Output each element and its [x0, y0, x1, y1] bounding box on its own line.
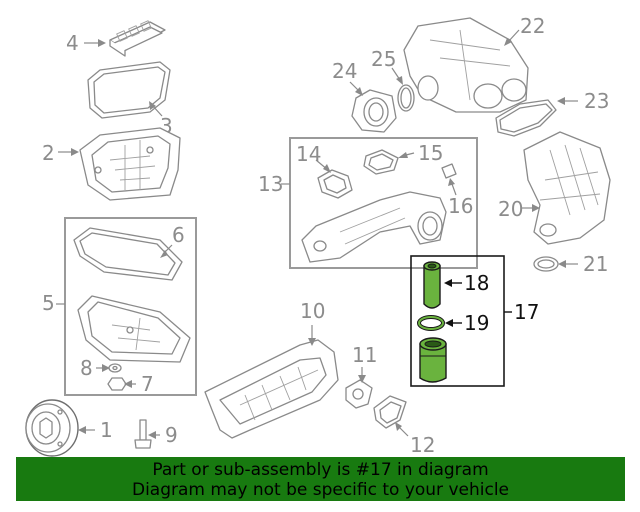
callout-6: 6	[160, 223, 185, 258]
part-21-gasket	[533, 256, 559, 272]
part-20-intake-manifold	[523, 131, 611, 245]
part-11-connector	[345, 379, 373, 409]
svg-text:22: 22	[520, 14, 545, 38]
part-5-lower-oil-pan	[77, 295, 191, 363]
svg-text:2: 2	[42, 141, 55, 165]
part-8-washer	[108, 363, 122, 373]
part-4-gasket-set	[109, 20, 166, 57]
part-10-heat-shield	[204, 339, 339, 439]
svg-text:8: 8	[80, 356, 93, 380]
callout-12: 12	[395, 422, 435, 457]
part-19-o-ring	[417, 315, 445, 331]
svg-text:7: 7	[141, 372, 154, 396]
part-17-filter-cap	[419, 337, 447, 383]
svg-text:24: 24	[332, 59, 357, 83]
callout-13: 13	[258, 172, 290, 196]
svg-text:25: 25	[371, 47, 396, 71]
part-15-gasket	[363, 149, 399, 175]
part-13-intake-runner	[301, 191, 447, 263]
callout-1: 1	[78, 418, 113, 442]
part-9-bolt	[134, 419, 152, 449]
svg-text:18: 18	[464, 271, 489, 295]
svg-text:1: 1	[100, 418, 113, 442]
callout-15: 15	[398, 141, 443, 165]
part-18-filter-element	[423, 261, 441, 309]
svg-text:10: 10	[300, 299, 325, 323]
banner-line-2: Diagram may not be specific to your vehi…	[131, 480, 509, 500]
svg-text:6: 6	[172, 223, 185, 247]
note-banner: Part or sub-assembly is #17 in diagram D…	[16, 457, 625, 501]
group-box-5	[64, 217, 197, 396]
callout-25: 25	[371, 47, 403, 85]
callout-17: 17	[504, 300, 539, 324]
svg-text:21: 21	[583, 252, 608, 276]
callout-22: 22	[504, 14, 545, 46]
group-box-17	[410, 255, 505, 387]
svg-text:11: 11	[352, 343, 377, 367]
group-box-13	[289, 137, 478, 269]
part-14-gasket	[317, 169, 353, 199]
callout-19: 19	[445, 311, 489, 335]
part-16-clip	[441, 163, 457, 179]
svg-text:20: 20	[498, 197, 523, 221]
part-2-upper-oil-pan	[79, 127, 181, 201]
svg-text:16: 16	[448, 194, 473, 218]
callout-14: 14	[296, 142, 331, 173]
callout-21: 21	[558, 252, 608, 276]
callout-5: 5	[42, 291, 65, 315]
part-23-seal	[495, 99, 557, 137]
svg-text:13: 13	[258, 172, 283, 196]
callout-10: 10	[300, 299, 325, 346]
callout-8: 8	[80, 356, 110, 380]
svg-text:5: 5	[42, 291, 55, 315]
svg-text:4: 4	[66, 31, 79, 55]
part-12-gasket	[373, 395, 407, 429]
svg-text:9: 9	[165, 423, 178, 447]
part-6-gasket	[73, 227, 183, 281]
part-1-crank-pulley	[25, 399, 79, 457]
part-3-gasket	[87, 61, 171, 119]
callout-16: 16	[448, 178, 473, 218]
callout-24: 24	[332, 59, 363, 96]
callout-11: 11	[352, 343, 377, 383]
svg-text:15: 15	[418, 141, 443, 165]
callout-4: 4	[66, 31, 106, 55]
svg-text:17: 17	[514, 300, 539, 324]
part-24-throttle-body	[351, 89, 397, 133]
svg-text:19: 19	[464, 311, 489, 335]
callout-20: 20	[498, 197, 540, 221]
callout-23: 23	[557, 89, 609, 113]
callout-18: 18	[444, 271, 489, 295]
svg-text:23: 23	[584, 89, 609, 113]
callout-2: 2	[42, 141, 79, 165]
callout-7: 7	[124, 372, 154, 396]
part-22-intake-duct	[403, 17, 529, 113]
banner-line-1: Part or sub-assembly is #17 in diagram	[152, 460, 489, 480]
svg-text:14: 14	[296, 142, 321, 166]
svg-text:12: 12	[410, 433, 435, 457]
part-25-o-ring	[397, 84, 415, 112]
part-7-drain-plug	[107, 377, 127, 391]
callout-9: 9	[148, 423, 178, 447]
